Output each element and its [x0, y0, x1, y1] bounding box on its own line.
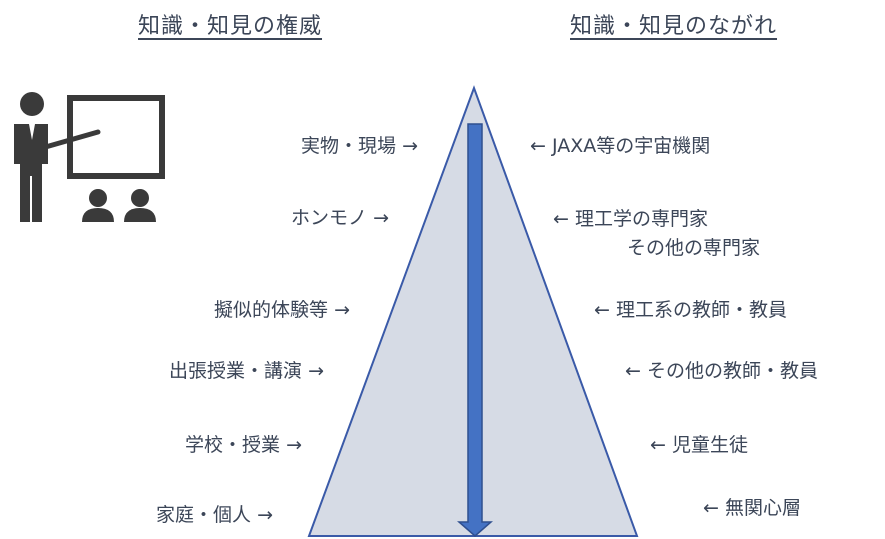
flow-down-arrow	[457, 123, 493, 537]
label-home-individual: 家庭・個人 →	[156, 504, 273, 526]
label-students: ← 児童生徒	[650, 434, 748, 456]
label-science-experts: ← 理工学の専門家	[553, 208, 708, 230]
teacher-presentation-icon	[14, 92, 165, 222]
label-science-teachers: ← 理工系の教師・教員	[594, 299, 787, 321]
label-other-teachers: ← その他の教師・教員	[625, 360, 818, 382]
label-school-class: 学校・授業 →	[185, 434, 302, 456]
label-uninterested: ← 無関心層	[703, 497, 801, 519]
authority-heading: 知識・知見の権威	[138, 14, 323, 39]
flow-heading: 知識・知見のながれ	[570, 14, 778, 39]
label-genuine: ホンモノ →	[291, 207, 389, 229]
label-simulated-experience: 擬似的体験等 →	[214, 299, 350, 321]
label-outreach-lecture: 出張授業・講演 →	[169, 360, 324, 382]
label-real-site: 実物・現場 →	[301, 135, 418, 157]
label-other-experts: その他の専門家	[627, 237, 761, 259]
label-space-agency: ← JAXA等の宇宙機関	[530, 135, 711, 157]
